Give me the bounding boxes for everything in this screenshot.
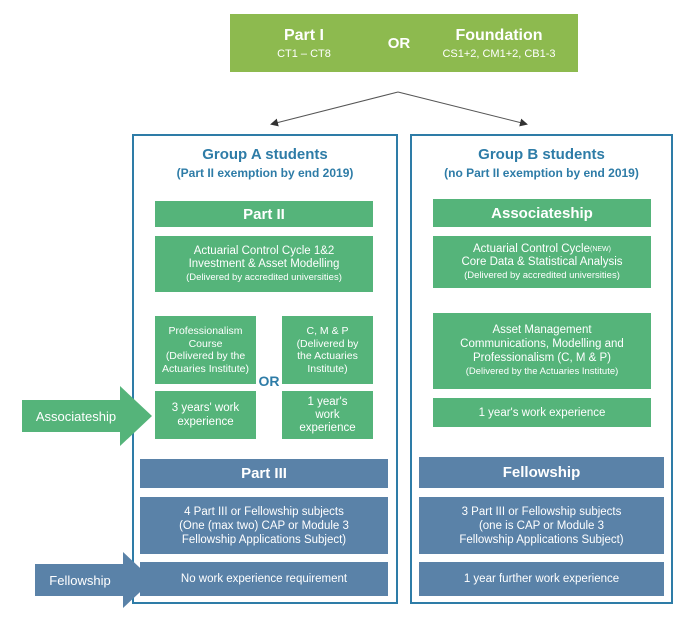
foundation-block: Foundation CS1+2, CM1+2, CB1-3 <box>434 27 564 60</box>
group-b-asset-box: Asset Management Communications, Modelli… <box>433 313 651 389</box>
b-acc-line1: Actuarial Control Cycle(NEW) <box>473 243 611 256</box>
arrow-to-group-a <box>270 91 399 127</box>
group-a-work1-box: 1 year's work experience <box>282 391 373 439</box>
prof-line4: Actuaries Institute) <box>162 362 249 375</box>
group-a-title: Group A students <box>202 146 328 163</box>
group-b-title: Group B students <box>478 146 605 163</box>
fellowship-arrow-shape <box>35 552 153 608</box>
asset-line3: Professionalism (C, M & P) <box>472 352 612 364</box>
group-a-work3-box: 3 years' work experience <box>155 391 256 439</box>
group-b-subjects-box: 3 Part III or Fellowship subjects (one i… <box>419 497 664 554</box>
entry-box: Part I CT1 – CT8 OR Foundation CS1+2, CM… <box>230 14 578 72</box>
a-subjects-line1: 4 Part III or Fellowship subjects <box>184 505 344 518</box>
group-a-acc-line1: Actuarial Control Cycle 1&2 <box>193 244 335 257</box>
group-a-subjects-box: 4 Part III or Fellowship subjects (One (… <box>140 497 388 554</box>
group-a-subtitle: (Part II exemption by end 2019) <box>176 166 354 180</box>
cmp-line2: (Delivered by <box>296 337 359 350</box>
part1-title: Part I <box>283 26 324 44</box>
a-subjects-line2: (One (max two) CAP or Module 3 <box>179 519 349 532</box>
work1-line3: experience <box>299 421 356 434</box>
prof-line2: Course <box>188 337 223 350</box>
asset-line2: Communications, Modelling and <box>460 338 624 350</box>
top-or-label: OR <box>387 34 411 52</box>
associateship-arrow-shape <box>22 386 152 446</box>
part1-subjects: CT1 – CT8 <box>277 47 331 60</box>
group-a-part3-header: Part III <box>140 459 388 488</box>
arrow-to-group-b <box>397 91 528 127</box>
b-acc-line3: (Delivered by accredited universities) <box>464 269 620 281</box>
prof-line1: Professionalism <box>168 325 243 337</box>
b-subjects-line2: (one is CAP or Module 3 <box>478 519 605 532</box>
group-b-subtitle: (no Part II exemption by end 2019) <box>444 166 639 180</box>
group-b-fellowship-header: Fellowship <box>419 457 664 488</box>
b-acc-line1-text: Actuarial Control Cycle <box>473 242 590 255</box>
cmp-line4: Institute) <box>307 362 348 375</box>
group-a-acc-line3: (Delivered by accredited universities) <box>186 271 342 283</box>
work3-line1: 3 years' work <box>171 402 240 414</box>
group-b-acc-box: Actuarial Control Cycle(NEW) Core Data &… <box>433 236 651 288</box>
group-b-associateship-header: Associateship <box>433 199 651 227</box>
part1-block: Part I CT1 – CT8 <box>244 27 364 60</box>
asset-line1: Asset Management <box>492 324 592 336</box>
b-acc-line2: Core Data & Statistical Analysis <box>461 255 623 268</box>
associateship-side-arrow <box>22 386 152 446</box>
group-a-professionalism-box: Professionalism Course (Delivered by the… <box>155 316 256 384</box>
group-a-part2-header: Part II <box>155 201 373 227</box>
group-a-acc-line2: Investment & Asset Modelling <box>188 257 340 270</box>
group-a-or-label: OR <box>258 373 280 389</box>
group-a-no-work-box: No work experience requirement <box>140 562 388 596</box>
fellowship-side-label: Fellowship <box>49 572 111 588</box>
b-acc-new-tag: (NEW) <box>589 245 611 253</box>
b-subjects-line1: 3 Part III or Fellowship subjects <box>461 505 622 518</box>
work3-line2: experience <box>177 416 234 428</box>
work1-line2: work <box>315 408 340 421</box>
cmp-line3: the Actuaries <box>297 350 358 362</box>
asset-line4: (Delivered by the Actuaries Institute) <box>465 366 619 377</box>
a-subjects-line3: Fellowship Applications Subject) <box>181 533 347 546</box>
foundation-subjects: CS1+2, CM1+2, CB1-3 <box>442 47 556 60</box>
group-a-cmp-box: C, M & P (Delivered by the Actuaries Ins… <box>282 316 373 384</box>
group-a-acc-box: Actuarial Control Cycle 1&2 Investment &… <box>155 236 373 292</box>
b-subjects-line3: Fellowship Applications Subject) <box>459 533 624 546</box>
fellowship-side-arrow <box>35 552 153 608</box>
work1-line1: 1 year's <box>307 395 348 408</box>
group-b-work-box: 1 year's work experience <box>433 398 651 427</box>
prof-line3: (Delivered by the <box>165 350 246 362</box>
associateship-side-label: Associateship <box>35 408 117 424</box>
group-b-further-work-box: 1 year further work experience <box>419 562 664 596</box>
foundation-title: Foundation <box>455 26 543 44</box>
cmp-line1: C, M & P <box>306 325 349 337</box>
